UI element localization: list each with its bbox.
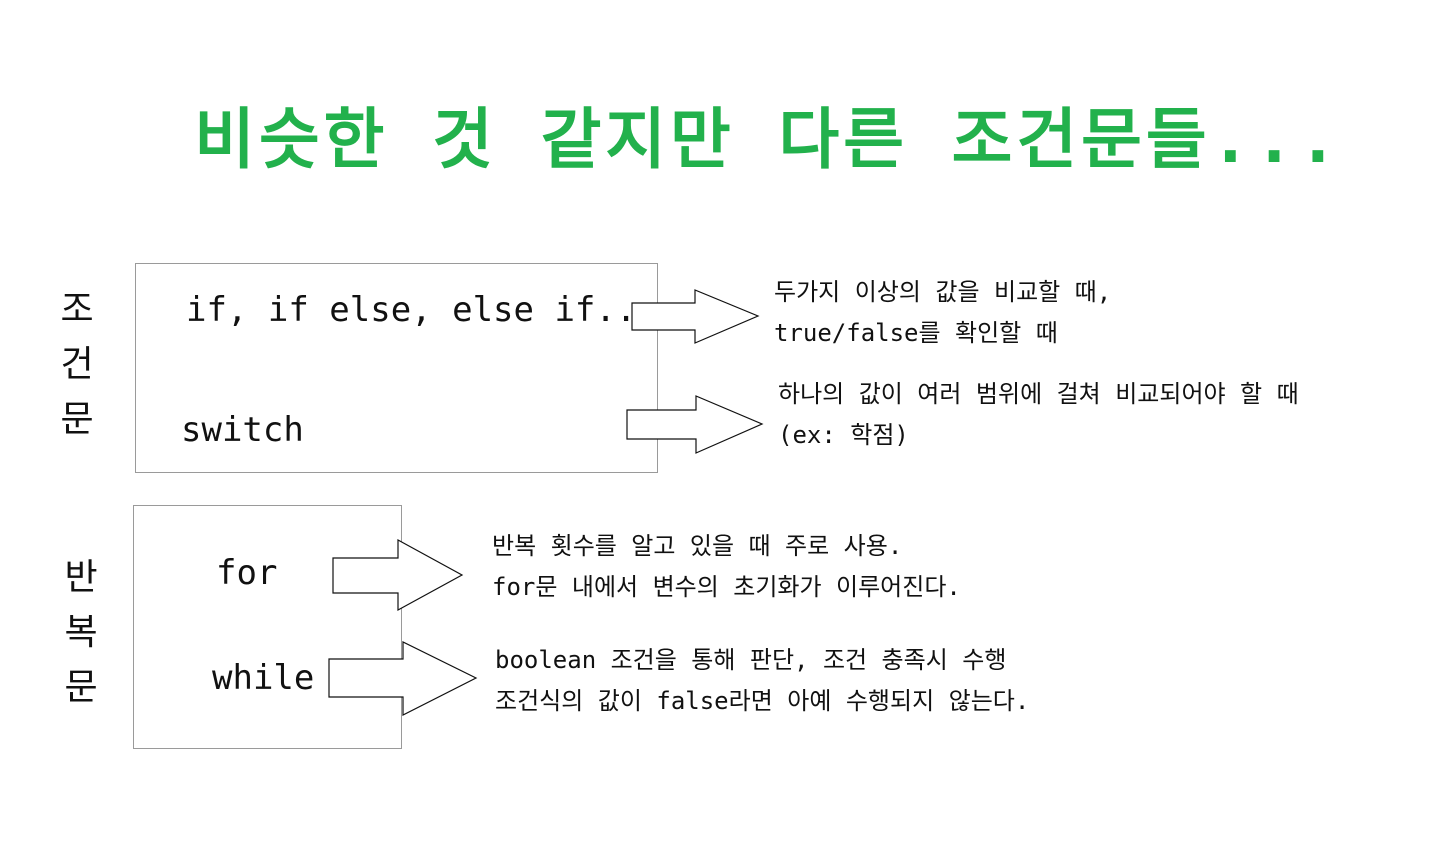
keyword-for: for [216, 553, 278, 593]
conditional-section-label: 조 건 문 [52, 282, 102, 447]
page-title: 비슷한 것 같지만 다른 조건문들... [194, 101, 1342, 178]
description-line: 반복 횟수를 알고 있을 때 주로 사용. [492, 532, 903, 560]
arrow-right-icon [332, 538, 464, 612]
label-char: 조 [60, 289, 94, 330]
description-line: 조건식의 값이 false라면 아예 수행되지 않는다. [495, 687, 1030, 715]
description-line: 두가지 이상의 값을 비교할 때, [774, 278, 1112, 306]
conditional-box [135, 263, 658, 473]
label-char: 복 [64, 612, 98, 653]
description-switch: 하나의 값이 여러 범위에 걸쳐 비교되어야 할 때 (ex: 학점) [778, 374, 1299, 456]
description-line: (ex: 학점) [778, 421, 909, 449]
description-for: 반복 횟수를 알고 있을 때 주로 사용. for문 내에서 변수의 초기화가 … [492, 526, 961, 608]
description-line: for문 내에서 변수의 초기화가 이루어진다. [492, 573, 961, 601]
arrow-right-icon [328, 641, 478, 716]
arrow-right-icon [631, 289, 760, 344]
loop-section-label: 반 복 문 [56, 550, 106, 715]
label-char: 반 [64, 557, 98, 598]
keyword-switch: switch [181, 410, 304, 450]
description-line: 하나의 값이 여러 범위에 걸쳐 비교되어야 할 때 [778, 380, 1299, 408]
description-while: boolean 조건을 통해 판단, 조건 충족시 수행 조건식의 값이 fal… [495, 640, 1029, 722]
keyword-if: if, if else, else if... [186, 290, 657, 330]
label-char: 문 [64, 667, 98, 708]
description-line: boolean 조건을 통해 판단, 조건 충족시 수행 [495, 646, 1007, 674]
loop-box [133, 505, 402, 749]
keyword-while: while [212, 658, 315, 698]
description-line: true/false를 확인할 때 [774, 319, 1058, 347]
label-char: 문 [60, 399, 94, 440]
arrow-right-icon [626, 395, 764, 454]
label-char: 건 [60, 344, 94, 385]
description-if: 두가지 이상의 값을 비교할 때, true/false를 확인할 때 [774, 272, 1111, 354]
